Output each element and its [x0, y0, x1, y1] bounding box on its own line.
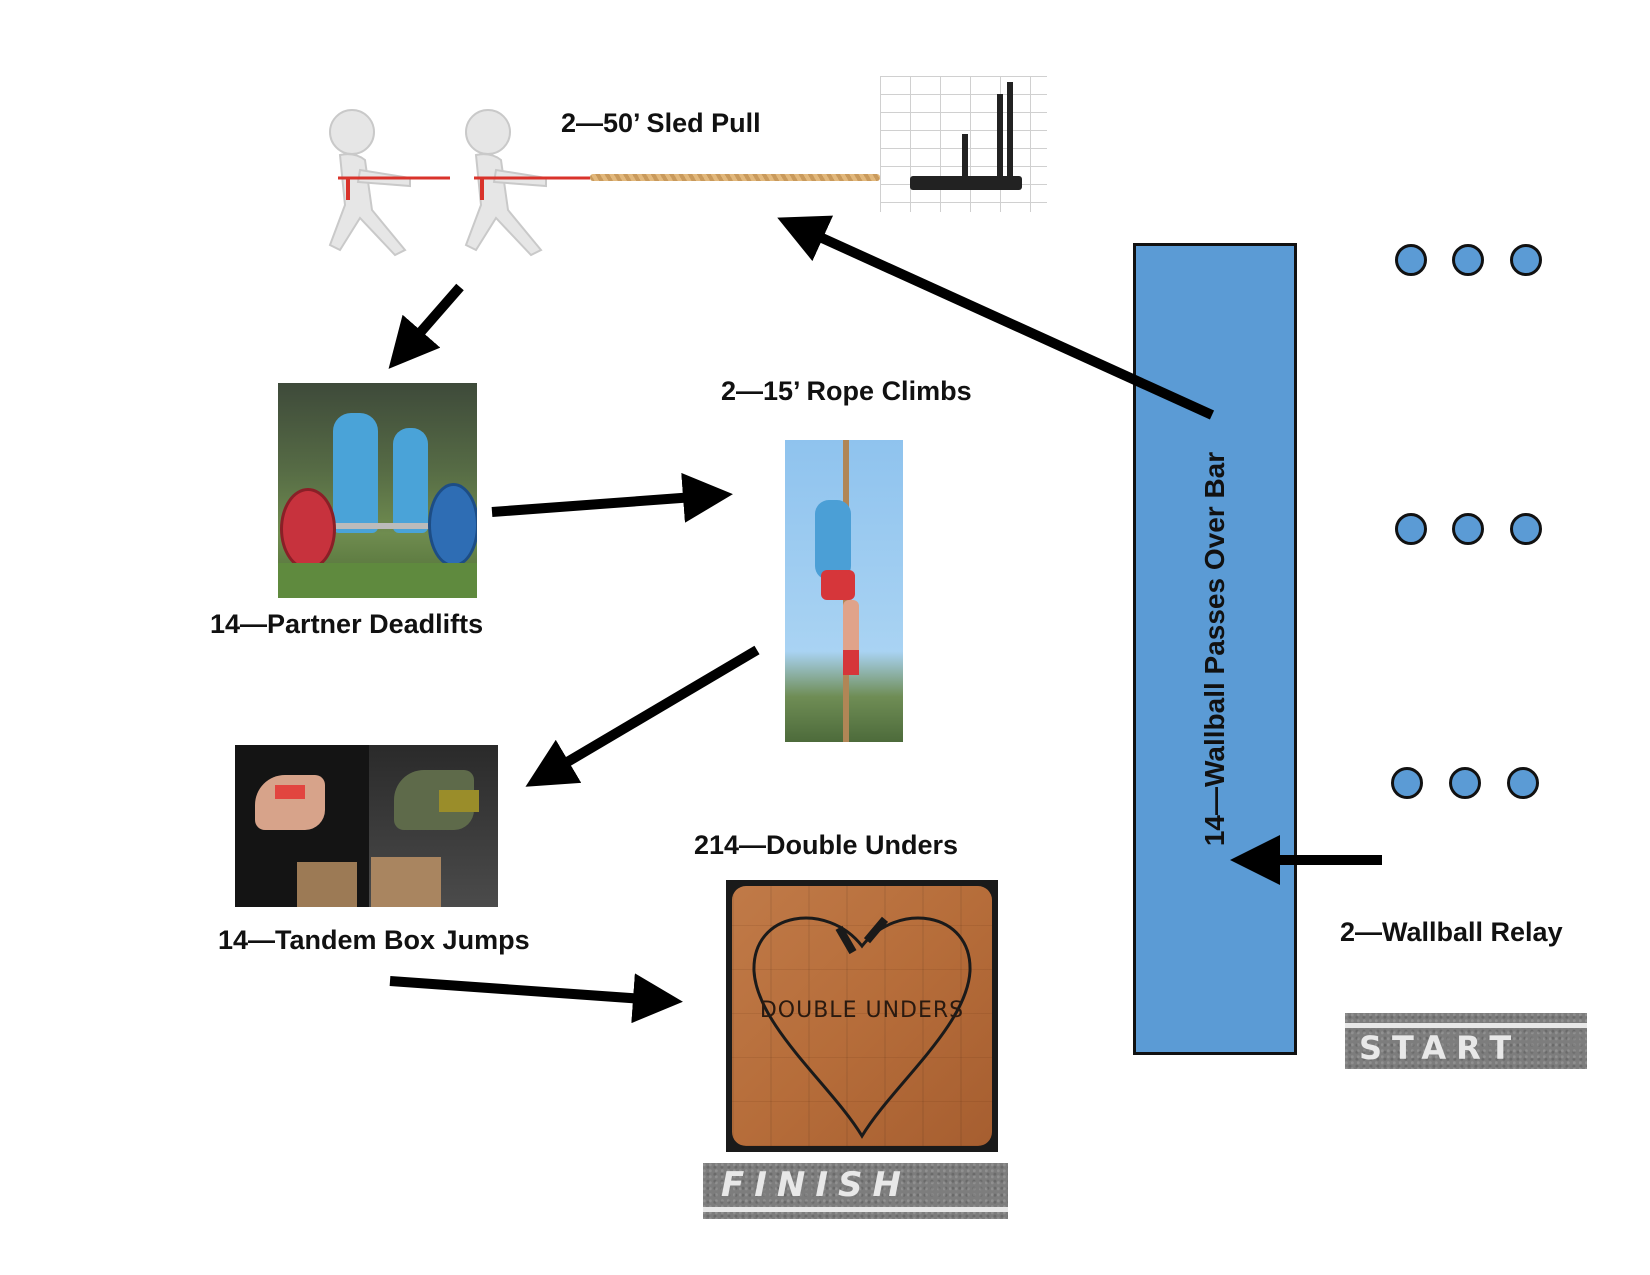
finish-line-stripe [703, 1207, 1008, 1212]
arrow-sled-to-deadlifts [388, 283, 464, 369]
wallball-dot [1452, 244, 1484, 276]
turf [278, 563, 477, 598]
wood-floor: DOUBLE UNDERS [732, 886, 992, 1146]
sled-pull-label: 2—50’ Sled Pull [561, 108, 761, 138]
wallball-dot [1395, 244, 1427, 276]
jumper-2-shorts [439, 790, 479, 812]
start-sign: START [1345, 1013, 1587, 1069]
wallball-dot [1449, 767, 1481, 799]
blue-plate [428, 483, 477, 567]
arrow-boxjumps-to-doubleunders [389, 973, 683, 1024]
start-text: START [1359, 1029, 1522, 1067]
box-left [297, 862, 357, 907]
climber-shorts [821, 570, 855, 600]
box-jump-left-panel [235, 745, 369, 907]
jumper-1-top [275, 785, 305, 799]
arrow-deadlifts-to-rope [491, 472, 733, 523]
people-pulling-figures [328, 109, 590, 257]
sled-post-left [962, 134, 968, 178]
partner-deadlifts-label: 14—Partner Deadlifts [210, 609, 484, 639]
tandem-box-jumps-label: 14—Tandem Box Jumps [218, 925, 530, 955]
box-jump-right-panel [369, 745, 498, 907]
double-unders-label: 214—Double Unders [694, 830, 959, 860]
finish-sign: FINISH [703, 1163, 1008, 1219]
wallball-dot [1510, 513, 1542, 545]
sled-post-mid [997, 94, 1003, 178]
finish-text: FINISH [721, 1165, 911, 1205]
wallball-bar: 14—Wallball Passes Over Bar [1133, 243, 1297, 1055]
arrow-rope-to-boxjumps [525, 645, 760, 787]
tandem-box-jumps-photo [235, 745, 498, 907]
jump-rope-heart [752, 916, 972, 1139]
wallball-relay-label: 2—Wallball Relay [1340, 917, 1563, 947]
box-right [371, 857, 441, 907]
start-line-stripe [1345, 1023, 1587, 1028]
rope-climbs-label: 2—15’ Rope Climbs [721, 376, 972, 406]
athlete-2 [393, 428, 428, 533]
wallball-dot [1510, 244, 1542, 276]
wallball-dot [1452, 513, 1484, 545]
sled-pull-illustration [310, 100, 590, 270]
sled-photo [880, 76, 1047, 212]
climber-torso [815, 500, 851, 580]
rope-climb-photo [785, 440, 903, 742]
double-unders-mat-text: DOUBLE UNDERS [759, 998, 965, 1023]
tow-rope [590, 174, 880, 181]
wallball-dot [1395, 513, 1427, 545]
barbell [288, 523, 468, 529]
wallball-dot [1391, 767, 1423, 799]
wallball-dot [1507, 767, 1539, 799]
partner-deadlifts-photo [278, 383, 477, 598]
climber-socks [843, 650, 859, 675]
red-plate [280, 488, 336, 570]
double-unders-photo: DOUBLE UNDERS [726, 880, 998, 1152]
athlete-1 [333, 413, 378, 533]
sled-base [910, 176, 1022, 190]
wallball-passes-label: 14—Wallball Passes Over Bar [1199, 451, 1230, 847]
jumper-1 [255, 775, 325, 830]
sled-post-right [1007, 82, 1013, 178]
